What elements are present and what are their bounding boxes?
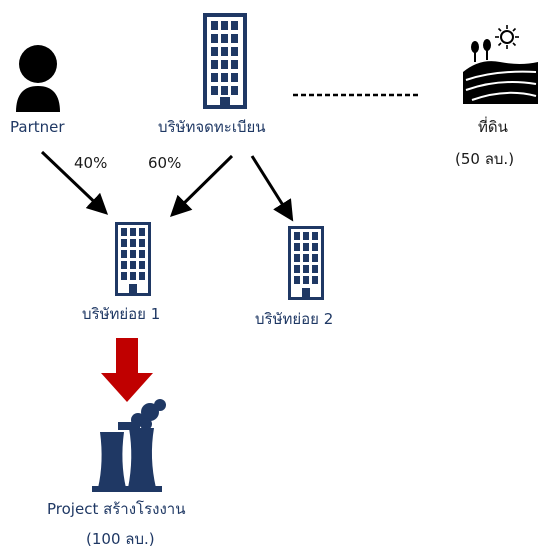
land-value-label: (50 ลบ.) bbox=[455, 150, 515, 168]
partner-share-label: 40% bbox=[74, 154, 108, 172]
office-building-icon bbox=[203, 13, 247, 109]
office-building-icon bbox=[115, 222, 151, 296]
land-label: ที่ดิน bbox=[478, 118, 508, 136]
subsidiary-1-label: บริษัทย่อย 1 bbox=[82, 305, 161, 323]
arrow-partner-to-sub1 bbox=[40, 150, 109, 215]
red-down-arrow bbox=[101, 338, 153, 402]
project-label: Project สร้างโรงงาน bbox=[47, 500, 186, 518]
project-value-label: (100 ลบ.) bbox=[86, 530, 155, 548]
person-icon bbox=[16, 45, 60, 112]
power-plant-icon bbox=[92, 399, 166, 492]
subsidiary-2-label: บริษัทย่อย 2 bbox=[255, 310, 334, 328]
office-building-icon bbox=[288, 226, 324, 300]
arrow-holding-to-sub2 bbox=[250, 155, 294, 222]
farmland-sun-icon bbox=[463, 25, 538, 104]
holding-company-label: บริษัทจดทะเบียน bbox=[158, 118, 266, 136]
holding-share-label: 60% bbox=[148, 154, 182, 172]
arrow-holding-to-sub1 bbox=[170, 154, 234, 217]
partner-label: Partner bbox=[10, 118, 65, 136]
